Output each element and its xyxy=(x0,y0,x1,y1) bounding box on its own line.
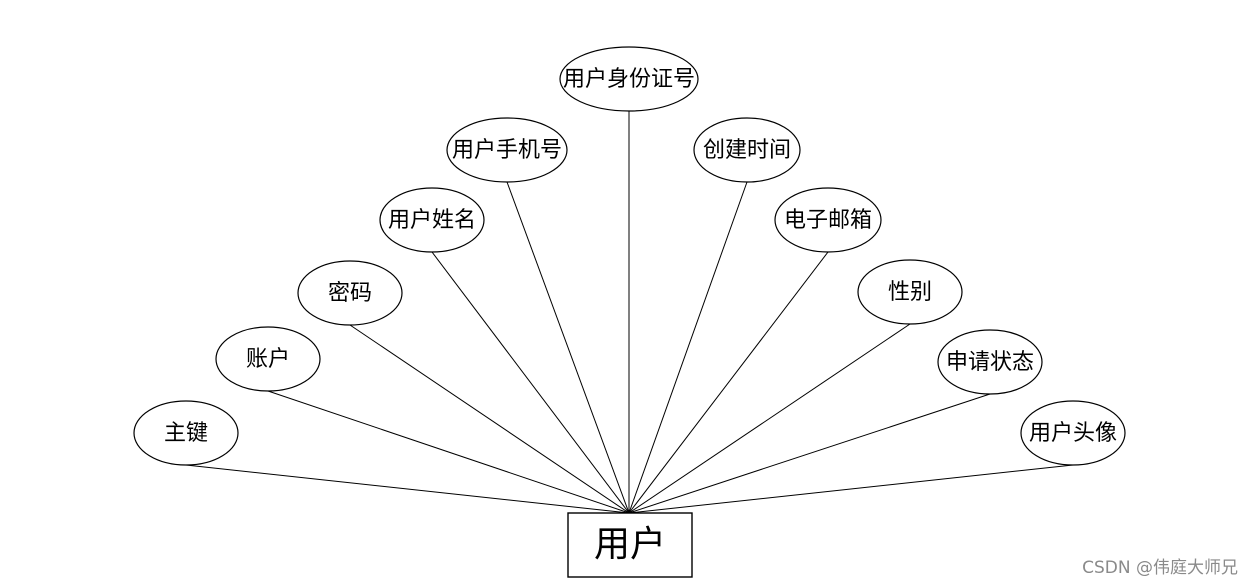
line-primary-key xyxy=(185,464,630,514)
ellipse-password xyxy=(297,260,403,326)
attribute-primary-key: 主键 xyxy=(133,400,239,466)
entity-node: 用户 xyxy=(567,512,693,578)
attribute-create-time: 创建时间 xyxy=(693,117,801,183)
line-gender xyxy=(628,323,911,514)
line-password xyxy=(349,324,630,514)
ellipse-email xyxy=(774,187,882,253)
ellipse-account xyxy=(215,326,321,392)
label-user-name: 用户姓名 xyxy=(388,208,476,233)
watermark: CSDN @伟庭大师兄 xyxy=(1082,558,1238,578)
attribute-user-phone: 用户手机号 xyxy=(446,117,568,183)
ellipse-user-id-number xyxy=(559,46,699,112)
line-account xyxy=(267,390,630,514)
label-account: 账户 xyxy=(246,347,290,372)
label-create-time: 创建时间 xyxy=(703,138,791,163)
ellipse-gender xyxy=(857,259,963,325)
line-user-avatar xyxy=(628,464,1074,514)
label-gender: 性别 xyxy=(888,280,932,305)
label-apply-status: 申请状态 xyxy=(946,350,1034,375)
entity-label: 用户 xyxy=(594,524,666,565)
attribute-email: 电子邮箱 xyxy=(774,187,882,253)
label-user-avatar: 用户头像 xyxy=(1029,421,1117,446)
attribute-user-name: 用户姓名 xyxy=(379,187,485,253)
ellipse-primary-key xyxy=(133,400,239,466)
line-user-name xyxy=(431,251,630,514)
line-user-phone xyxy=(506,181,630,514)
ellipse-apply-status xyxy=(937,329,1043,395)
attribute-user-id-number: 用户身份证号 xyxy=(559,46,699,112)
attribute-user-avatar: 用户头像 xyxy=(1020,400,1126,466)
label-email: 电子邮箱 xyxy=(784,208,872,233)
label-primary-key: 主键 xyxy=(164,421,208,446)
ellipse-user-name xyxy=(379,187,485,253)
ellipse-user-avatar xyxy=(1020,400,1126,466)
ellipse-user-phone xyxy=(446,117,568,183)
label-user-id-number: 用户身份证号 xyxy=(563,67,695,92)
attribute-apply-status: 申请状态 xyxy=(937,329,1043,395)
attribute-gender: 性别 xyxy=(857,259,963,325)
ellipse-create-time xyxy=(693,117,801,183)
attribute-account: 账户 xyxy=(215,326,321,392)
line-create-time xyxy=(628,181,748,514)
line-apply-status xyxy=(628,393,991,514)
label-password: 密码 xyxy=(328,281,372,306)
label-user-phone: 用户手机号 xyxy=(452,138,562,163)
relationship-lines xyxy=(185,111,1074,514)
line-email xyxy=(628,251,829,514)
entity-box xyxy=(567,512,693,578)
attribute-password: 密码 xyxy=(297,260,403,326)
